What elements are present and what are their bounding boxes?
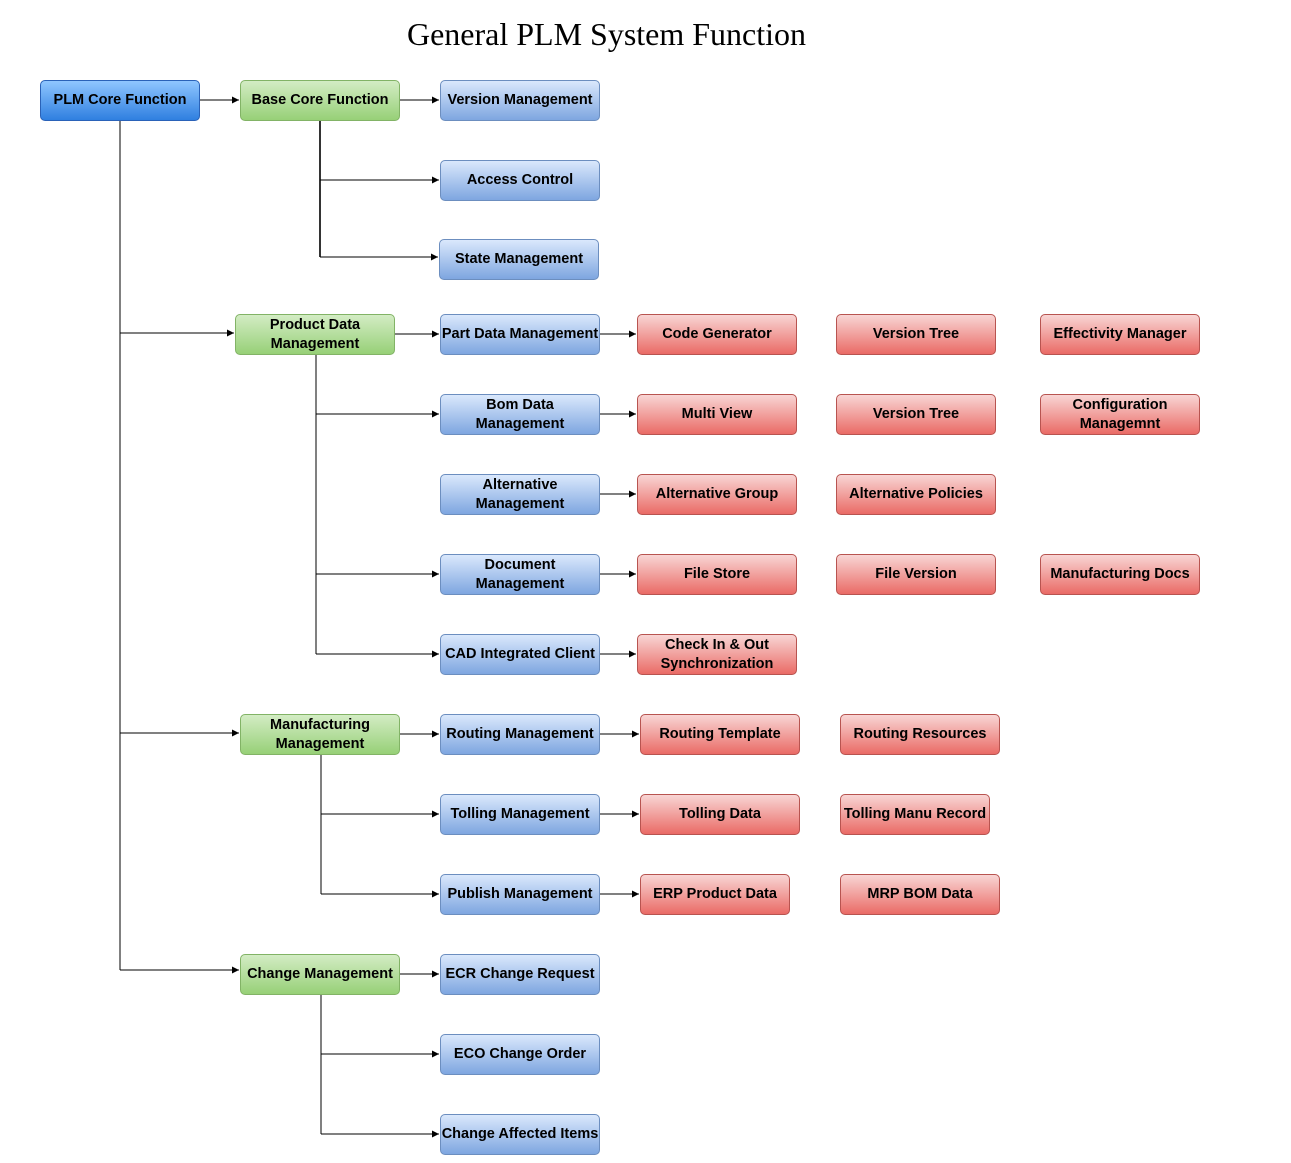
node-change-management[interactable]: Change Management xyxy=(240,954,400,995)
node-document-management[interactable]: Document Management xyxy=(440,554,600,595)
node-state-management[interactable]: State Management xyxy=(439,239,599,280)
node-manufacturing-docs[interactable]: Manufacturing Docs xyxy=(1040,554,1200,595)
node-change-affected-items[interactable]: Change Affected Items xyxy=(440,1114,600,1155)
node-part-version-tree[interactable]: Version Tree xyxy=(836,314,996,355)
node-bom-data-management[interactable]: Bom Data Management xyxy=(440,394,600,435)
node-routing-management[interactable]: Routing Management xyxy=(440,714,600,755)
node-eco-change-order[interactable]: ECO Change Order xyxy=(440,1034,600,1075)
node-tolling-management[interactable]: Tolling Management xyxy=(440,794,600,835)
node-configuration-management[interactable]: Configuration Managemnt xyxy=(1040,394,1200,435)
node-publish-management[interactable]: Publish Management xyxy=(440,874,600,915)
node-check-in-out-synchronization[interactable]: Check In & Out Synchronization xyxy=(637,634,797,675)
node-tolling-manu-record[interactable]: Tolling Manu Record xyxy=(840,794,990,835)
node-file-version[interactable]: File Version xyxy=(836,554,996,595)
node-ecr-change-request[interactable]: ECR Change Request xyxy=(440,954,600,995)
node-effectivity-manager[interactable]: Effectivity Manager xyxy=(1040,314,1200,355)
node-routing-template[interactable]: Routing Template xyxy=(640,714,800,755)
node-plm-core-function[interactable]: PLM Core Function xyxy=(40,80,200,121)
node-cad-integrated-client[interactable]: CAD Integrated Client xyxy=(440,634,600,675)
node-multi-view[interactable]: Multi View xyxy=(637,394,797,435)
node-erp-product-data[interactable]: ERP Product Data xyxy=(640,874,790,915)
node-alternative-group[interactable]: Alternative Group xyxy=(637,474,797,515)
node-alternative-policies[interactable]: Alternative Policies xyxy=(836,474,996,515)
node-part-data-management[interactable]: Part Data Management xyxy=(440,314,600,355)
node-manufacturing-management[interactable]: Manufacturing Management xyxy=(240,714,400,755)
node-code-generator[interactable]: Code Generator xyxy=(637,314,797,355)
node-alternative-management[interactable]: Alternative Management xyxy=(440,474,600,515)
node-mrp-bom-data[interactable]: MRP BOM Data xyxy=(840,874,1000,915)
node-access-control[interactable]: Access Control xyxy=(440,160,600,201)
node-tolling-data[interactable]: Tolling Data xyxy=(640,794,800,835)
node-version-management[interactable]: Version Management xyxy=(440,80,600,121)
node-routing-resources[interactable]: Routing Resources xyxy=(840,714,1000,755)
node-file-store[interactable]: File Store xyxy=(637,554,797,595)
node-base-core-function[interactable]: Base Core Function xyxy=(240,80,400,121)
node-product-data-management[interactable]: Product Data Management xyxy=(235,314,395,355)
node-bom-version-tree[interactable]: Version Tree xyxy=(836,394,996,435)
diagram-title: General PLM System Function xyxy=(406,16,807,52)
